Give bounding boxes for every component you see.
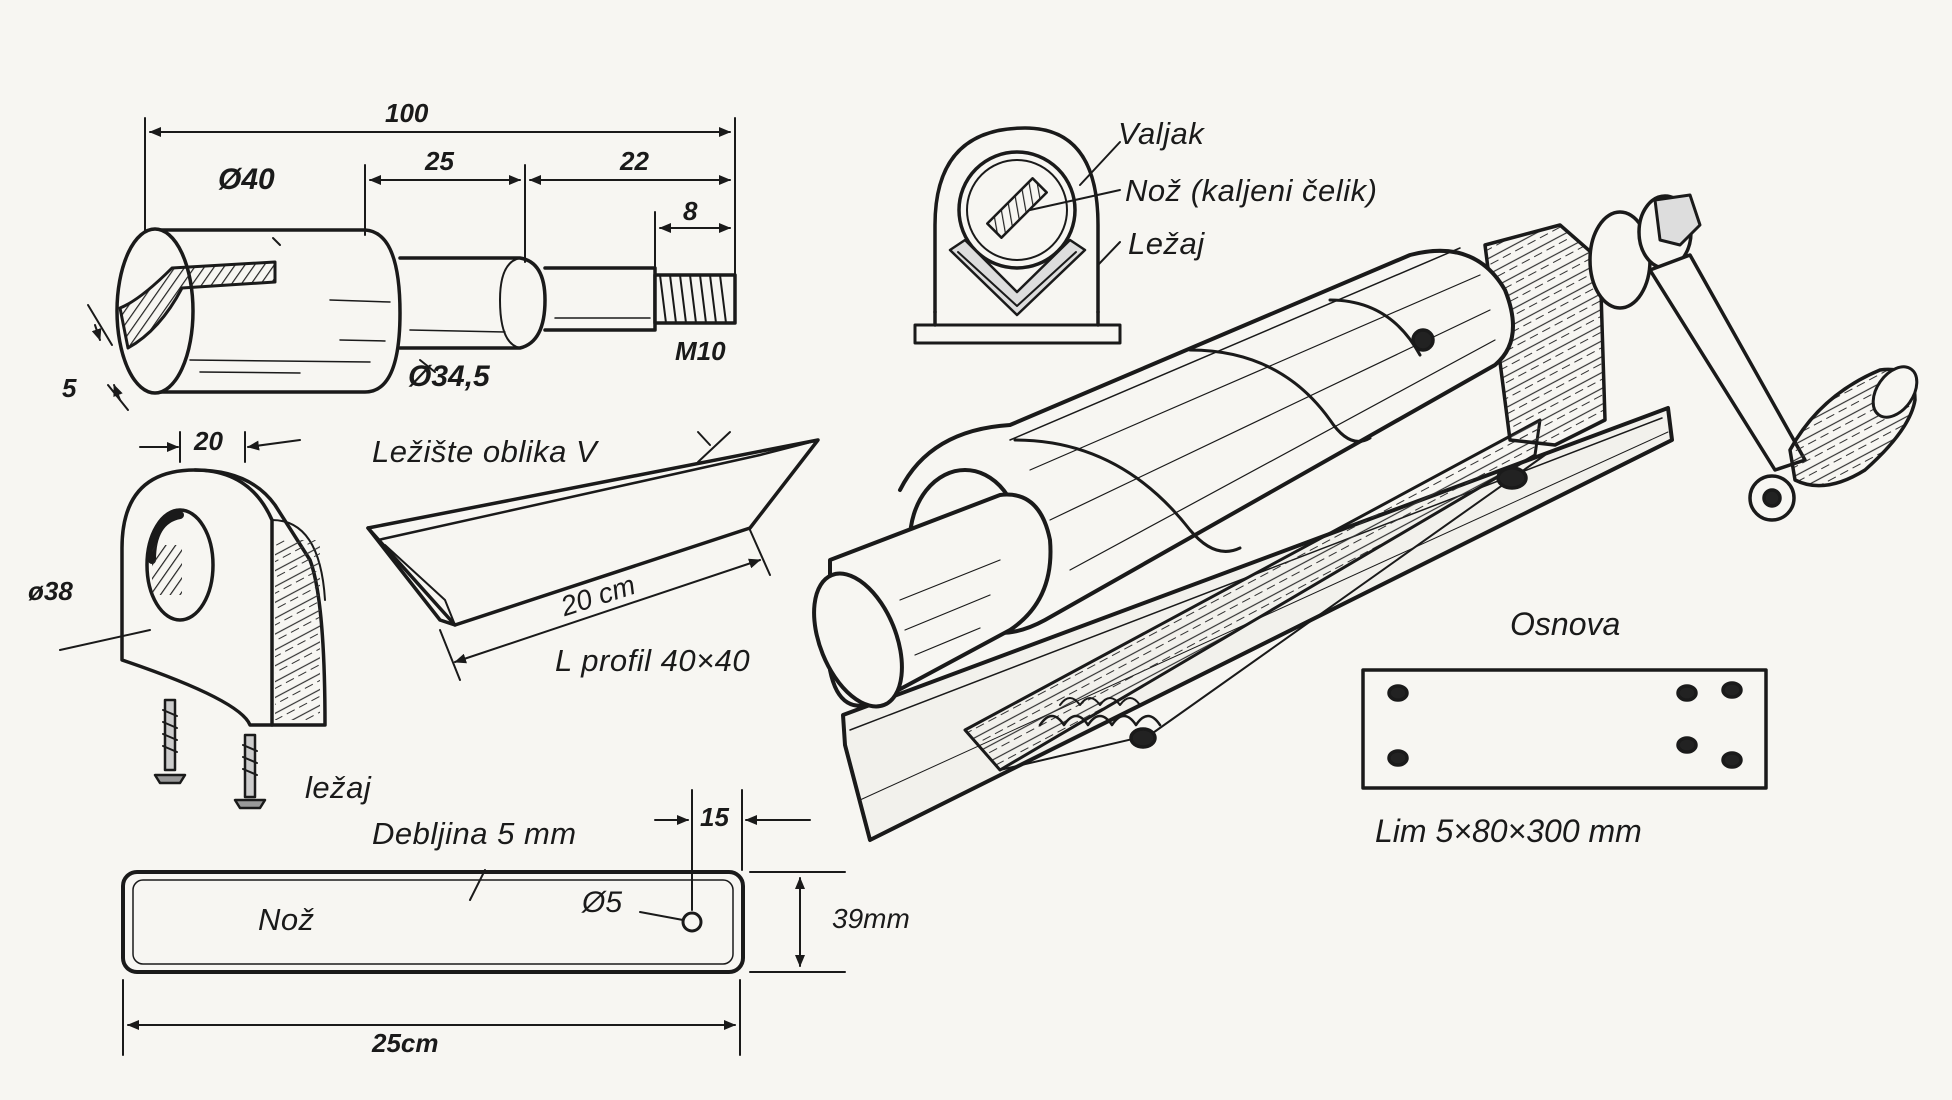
bearing-block-drawing xyxy=(59,431,327,810)
roller-shaft-drawing xyxy=(87,117,737,411)
section-view-drawing xyxy=(913,126,1122,345)
knife-height-label: 39mm xyxy=(832,903,910,934)
shaft-length-label: 100 xyxy=(385,98,429,128)
bearing-caption: ležaj xyxy=(305,770,372,805)
bearing-bore-label: ø38 xyxy=(28,576,73,606)
knife-plate-drawing xyxy=(121,789,846,1056)
assembled-machine-drawing xyxy=(812,193,1919,842)
mid-diameter-label: Ø34,5 xyxy=(408,360,490,393)
knife-thickness-label: Debljina 5 mm xyxy=(372,816,577,851)
v-rest-drawing xyxy=(366,431,820,681)
base-title: Osnova xyxy=(1510,606,1621,642)
hole-offset-label: 15 xyxy=(700,802,729,832)
screw-icon xyxy=(233,733,267,810)
end-length-label: 22 xyxy=(620,146,649,176)
base-plate-plan xyxy=(1361,668,1768,790)
roller-diameter-label: Ø40 xyxy=(218,163,275,196)
section-knife-label: Nož (kaljeni čelik) xyxy=(1125,173,1378,208)
knife-name-label: Nož xyxy=(258,902,315,937)
section-roller-label: Valjak xyxy=(1118,116,1205,151)
l-profile-label: L profil 40×40 xyxy=(555,643,751,678)
bearing-width-label: 20 xyxy=(194,426,223,456)
knife-length-label: 25cm xyxy=(372,1028,439,1058)
screw-icon xyxy=(153,698,187,785)
slot-width-label: 5 xyxy=(62,373,77,403)
thread-length-label: 8 xyxy=(683,196,698,226)
section-bearing-label: Ležaj xyxy=(1128,226,1205,261)
base-spec: Lim 5×80×300 mm xyxy=(1375,813,1642,849)
thread-size-label: M10 xyxy=(675,336,726,366)
hole-diameter-label: Ø5 xyxy=(582,886,623,919)
v-rest-title: Ležište oblika V xyxy=(372,434,598,469)
mid-length-label: 25 xyxy=(425,146,454,176)
